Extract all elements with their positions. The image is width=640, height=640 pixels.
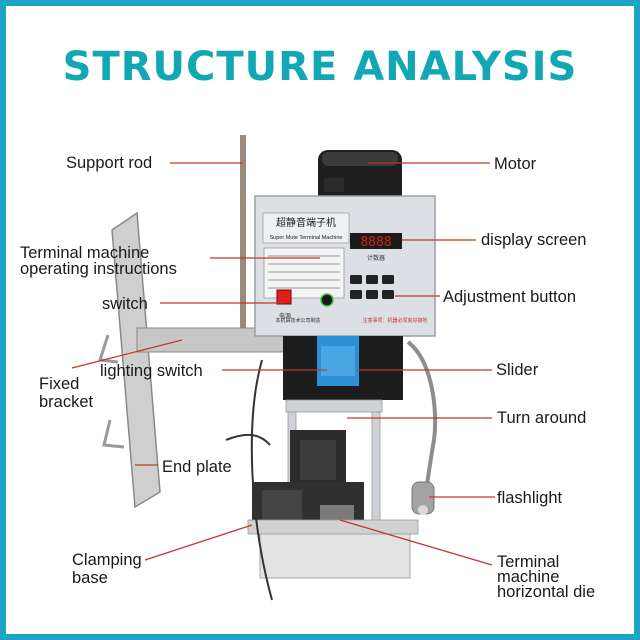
label-display-screen: display screen bbox=[481, 231, 587, 249]
leader-fixed-bracket bbox=[71, 339, 183, 369]
label-horizontal-die: Terminal machine horizontal die bbox=[497, 553, 596, 601]
label-fixed-bracket-line2: bracket bbox=[39, 393, 94, 411]
label-operating-instructions: Terminal machine operating instructions bbox=[20, 244, 177, 278]
label-support-rod: Support rod bbox=[66, 154, 153, 172]
machine-name-en: Super Mute Terminal Machine bbox=[270, 235, 343, 241]
manufacturer-strip: 本机由技术公司制造 bbox=[275, 317, 320, 324]
label-slider: Slider bbox=[496, 361, 539, 379]
display-digits: 8888 bbox=[360, 235, 391, 250]
machine-name-cn: 超静音端子机 bbox=[276, 216, 336, 229]
counter-label: 计数器 bbox=[367, 254, 385, 262]
label-operating-instructions-line1: Terminal machine bbox=[20, 244, 150, 262]
label-turn-around: Turn around bbox=[497, 409, 587, 427]
leader-horizontal-die bbox=[339, 519, 493, 566]
label-fixed-bracket-line1: Fixed bbox=[39, 375, 80, 393]
label-flashlight: flashlight bbox=[497, 489, 563, 507]
label-clamping-base-line1: Clamping bbox=[72, 551, 142, 569]
label-switch: switch bbox=[102, 295, 148, 313]
instruction-plate bbox=[263, 247, 345, 299]
turn-around-graphic bbox=[285, 399, 383, 413]
power-label: 电源 bbox=[279, 312, 291, 320]
page-title: STRUCTURE ANALYSIS bbox=[62, 44, 578, 90]
label-horizontal-die-line3: horizontal die bbox=[497, 583, 596, 601]
end-plate-graphic bbox=[111, 211, 161, 509]
label-clamping-base: Clamping base bbox=[72, 551, 142, 587]
display-screen-graphic bbox=[350, 233, 402, 249]
clamping-base-graphic bbox=[259, 531, 411, 579]
adjustment-buttons-graphic bbox=[350, 275, 394, 299]
label-horizontal-die-line2: machine bbox=[497, 568, 560, 586]
flashlight-neck-graphic bbox=[406, 340, 438, 491]
label-clamping-base-line2: base bbox=[72, 569, 108, 587]
label-operating-instructions-line2: operating instructions bbox=[20, 260, 177, 278]
leader-clamping-base bbox=[144, 524, 253, 561]
label-motor: Motor bbox=[494, 155, 537, 173]
support-rod-graphic bbox=[240, 135, 246, 335]
lighting-switch-graphic bbox=[320, 293, 334, 307]
leader-lines bbox=[71, 162, 495, 566]
label-end-plate: End plate bbox=[162, 458, 232, 476]
label-horizontal-die-line1: Terminal bbox=[497, 553, 560, 571]
warning-strip: 注意事项：机器必须良好接地 bbox=[362, 317, 427, 324]
power-switch-graphic bbox=[276, 289, 292, 305]
label-lighting-switch: lighting switch bbox=[100, 362, 203, 380]
label-fixed-bracket: Fixed bracket bbox=[39, 375, 93, 411]
label-adjustment-button: Adjustment button bbox=[443, 288, 576, 306]
